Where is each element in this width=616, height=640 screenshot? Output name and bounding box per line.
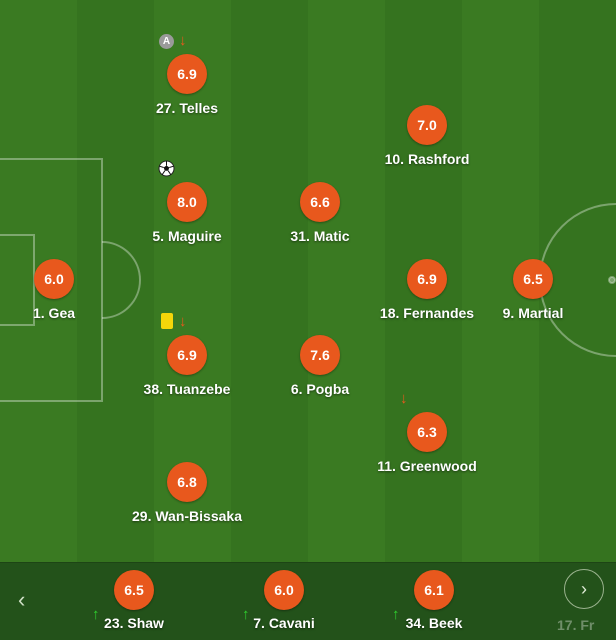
player-tuanzebe[interactable]: 6.9 38. Tuanzebe [112, 335, 262, 397]
player-rashford[interactable]: 7.0 10. Rashford [352, 105, 502, 167]
yellow-card-icon [161, 313, 173, 329]
partial-sub-name: 17. Fr [557, 617, 595, 633]
rating-badge: 6.5 [513, 259, 553, 299]
rating-badge: 7.0 [407, 105, 447, 145]
rating-badge: 6.6 [300, 182, 340, 222]
soccer-ball-icon [158, 160, 175, 177]
rating-badge: 6.5 [114, 570, 154, 610]
arrow-up-icon: ↑ [92, 606, 100, 623]
player-pogba[interactable]: 7.6 6. Pogba [245, 335, 395, 397]
player-name: 27. Telles [155, 100, 218, 116]
substitutes-bar: ‹ 6.5 23. Shaw ↑ 6.0 7. Cavani ↑ 6.1 34.… [0, 562, 616, 640]
rating-badge: 6.9 [407, 259, 447, 299]
player-name: 18. Fernandes [379, 305, 475, 321]
rating-badge: 6.0 [264, 570, 304, 610]
player-name: 29. Wan-Bissaka [132, 508, 242, 524]
player-name: 6. Pogba [290, 381, 350, 397]
rating-badge: 6.8 [167, 462, 207, 502]
player-maguire[interactable]: 8.0 5. Maguire [112, 182, 262, 244]
arrow-down-icon: ↓ [179, 32, 187, 49]
player-greenwood[interactable]: 6.3 11. Greenwood [352, 412, 502, 474]
sub-beek[interactable]: 6.1 34. Beek ↑ [359, 570, 509, 631]
arrow-up-icon: ↑ [242, 606, 250, 623]
rating-badge: 8.0 [167, 182, 207, 222]
rating-badge: 7.6 [300, 335, 340, 375]
rating-badge: 6.1 [414, 570, 454, 610]
rating-badge: 6.0 [34, 259, 74, 299]
player-gea[interactable]: 6.0 1. Gea [0, 259, 129, 321]
sub-shaw[interactable]: 6.5 23. Shaw ↑ [59, 570, 209, 631]
player-name: 5. Maguire [152, 228, 222, 244]
pitch: A ↓ 6.9 27. Telles 7.0 10. Rashford 8.0 … [0, 0, 616, 562]
player-name: 23. Shaw [104, 615, 164, 631]
player-wan-bissaka[interactable]: 6.8 29. Wan-Bissaka [112, 462, 262, 524]
player-name: 10. Rashford [384, 151, 470, 167]
rating-badge: 6.3 [407, 412, 447, 452]
arrow-up-icon: ↑ [392, 606, 400, 623]
player-name: 38. Tuanzebe [143, 381, 231, 397]
arrow-down-icon: ↓ [400, 390, 408, 407]
captain-badge: A [159, 34, 174, 49]
sub-cavani[interactable]: 6.0 7. Cavani ↑ [209, 570, 359, 631]
chevron-left-icon[interactable]: ‹ [18, 587, 26, 612]
player-matic[interactable]: 6.6 31. Matic [245, 182, 395, 244]
rating-badge: 6.9 [167, 335, 207, 375]
player-name: 9. Martial [502, 305, 564, 321]
arrow-down-icon: ↓ [179, 313, 187, 330]
player-name: 7. Cavani [253, 615, 315, 631]
player-name: 11. Greenwood [377, 458, 477, 474]
player-fernandes[interactable]: 6.9 18. Fernandes [352, 259, 502, 321]
chevron-right-icon[interactable]: › [564, 569, 604, 609]
player-martial[interactable]: 6.5 9. Martial [458, 259, 608, 321]
player-name: 31. Matic [290, 228, 350, 244]
player-telles[interactable]: 6.9 27. Telles [112, 54, 262, 116]
player-name: 1. Gea [32, 305, 76, 321]
rating-badge: 6.9 [167, 54, 207, 94]
player-name: 34. Beek [405, 615, 463, 631]
